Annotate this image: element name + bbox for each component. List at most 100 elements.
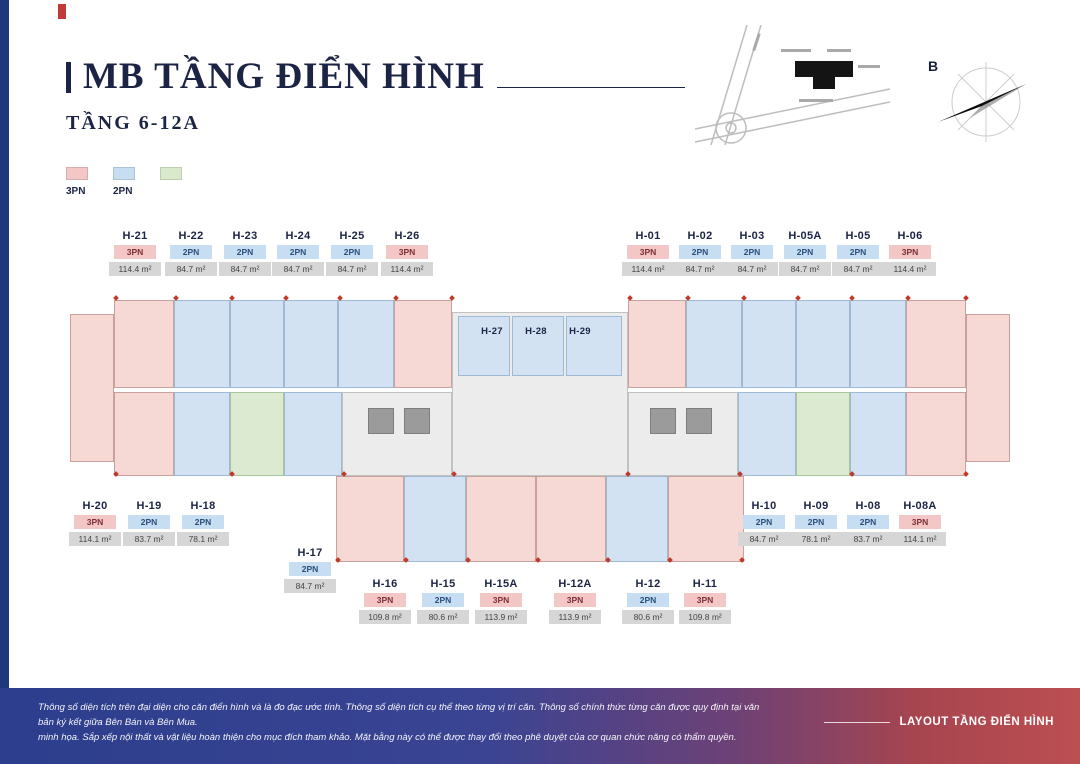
unit-area-badge: 83.7 m² [123, 532, 175, 546]
unit-code: H-23 [232, 230, 258, 242]
unit-type-badge: 2PN [422, 593, 464, 607]
legend-label-2pn: 2PN [113, 186, 133, 197]
footer-bar: Thông số diện tích trên đại diện cho căn… [0, 688, 1080, 764]
plan-cell [466, 476, 536, 562]
unit-area-badge: 83.7 m² [842, 532, 894, 546]
plan-cell [404, 476, 466, 562]
plan-cell [338, 300, 394, 388]
unit-code: H-02 [687, 230, 713, 242]
plan-cell [368, 408, 394, 434]
plan-cell [566, 316, 622, 376]
unit-area-badge: 109.8 m² [679, 610, 731, 624]
legend-label-3pn: 3PN [66, 186, 86, 197]
plan-cell [686, 408, 712, 434]
unit-area-badge: 84.7 m² [272, 262, 324, 276]
unit-area-badge: 114.4 m² [622, 262, 674, 276]
plan-cell [628, 300, 686, 388]
unit-area-badge: 114.4 m² [884, 262, 936, 276]
unit-code: H-05 [845, 230, 871, 242]
page-title: MB TẦNG ĐIỂN HÌNH [83, 56, 485, 97]
unit-type-badge: 3PN [74, 515, 116, 529]
unit-area-badge: 114.4 m² [381, 262, 433, 276]
plan-cell [738, 392, 796, 476]
plan-cell [284, 392, 342, 476]
plan-cell [284, 300, 338, 388]
unit-callout-h-05a: H-05A 2PN 84.7 m² [774, 230, 836, 276]
unit-area-badge: 109.8 m² [359, 610, 411, 624]
unit-callout-h-29: H-29 [549, 326, 611, 337]
plan-cell [668, 476, 744, 562]
unit-area-badge: 84.7 m² [165, 262, 217, 276]
unit-code: H-18 [190, 500, 216, 512]
unit-area-badge: 114.4 m² [109, 262, 161, 276]
plan-cell [404, 408, 430, 434]
unit-callout-h-08: H-08 2PN 83.7 m² [837, 500, 899, 546]
plan-cell [230, 392, 284, 476]
plan-cell [906, 300, 966, 388]
plan-cell [458, 316, 510, 376]
legend-swatch-3pn [66, 167, 88, 180]
compass-icon [938, 62, 1026, 142]
unit-area-badge: 80.6 m² [417, 610, 469, 624]
unit-type-badge: 2PN [743, 515, 785, 529]
unit-code: H-11 [692, 578, 718, 590]
unit-area-badge: 78.1 m² [790, 532, 842, 546]
compass-north-label: B [928, 58, 939, 74]
unit-type-badge: 3PN [627, 245, 669, 259]
unit-type-badge: 2PN [277, 245, 319, 259]
plan-cell [536, 476, 606, 562]
unit-code: H-25 [339, 230, 365, 242]
unit-type-badge: 2PN [847, 515, 889, 529]
legend-swatch-green [160, 167, 182, 180]
unit-code: H-27 [481, 326, 503, 337]
unit-callout-h-27: H-27 [461, 326, 523, 337]
legend-swatch-2pn [113, 167, 135, 180]
unit-code: H-28 [525, 326, 547, 337]
plan-cell [512, 316, 564, 376]
title-accent-bar [66, 62, 71, 93]
unit-area-badge: 84.7 m² [832, 262, 884, 276]
unit-code: H-10 [751, 500, 777, 512]
footer-right: LAYOUT TẦNG ĐIỂN HÌNH [823, 716, 1054, 728]
unit-code: H-06 [897, 230, 923, 242]
red-accent-tick [58, 4, 66, 19]
plan-cell [796, 300, 850, 388]
plan-cell [342, 392, 452, 476]
plan-cell [606, 476, 668, 562]
unit-type-badge: 2PN [731, 245, 773, 259]
unit-code: H-21 [122, 230, 148, 242]
unit-type-badge: 3PN [480, 593, 522, 607]
title-row: MB TẦNG ĐIỂN HÌNH [66, 58, 685, 95]
plan-cell [394, 300, 452, 388]
unit-code: H-08 [855, 500, 881, 512]
unit-code: H-08A [903, 500, 937, 512]
unit-type-badge: 2PN [795, 515, 837, 529]
plan-cell [114, 392, 174, 476]
unit-type-badge: 2PN [331, 245, 373, 259]
unit-type-badge: 2PN [784, 245, 826, 259]
unit-code: H-19 [136, 500, 162, 512]
plan-cell [336, 476, 404, 562]
site-map-icon [694, 24, 891, 146]
legend-item-3pn: 3PN [66, 167, 88, 198]
unit-code: H-12A [558, 578, 592, 590]
unit-code: H-05A [788, 230, 822, 242]
legend-item-2pn: 2PN [113, 167, 135, 198]
left-accent-bar [0, 0, 9, 688]
unit-area-badge: 113.9 m² [475, 610, 527, 624]
unit-area-badge: 84.7 m² [779, 262, 831, 276]
unit-code: H-24 [285, 230, 311, 242]
